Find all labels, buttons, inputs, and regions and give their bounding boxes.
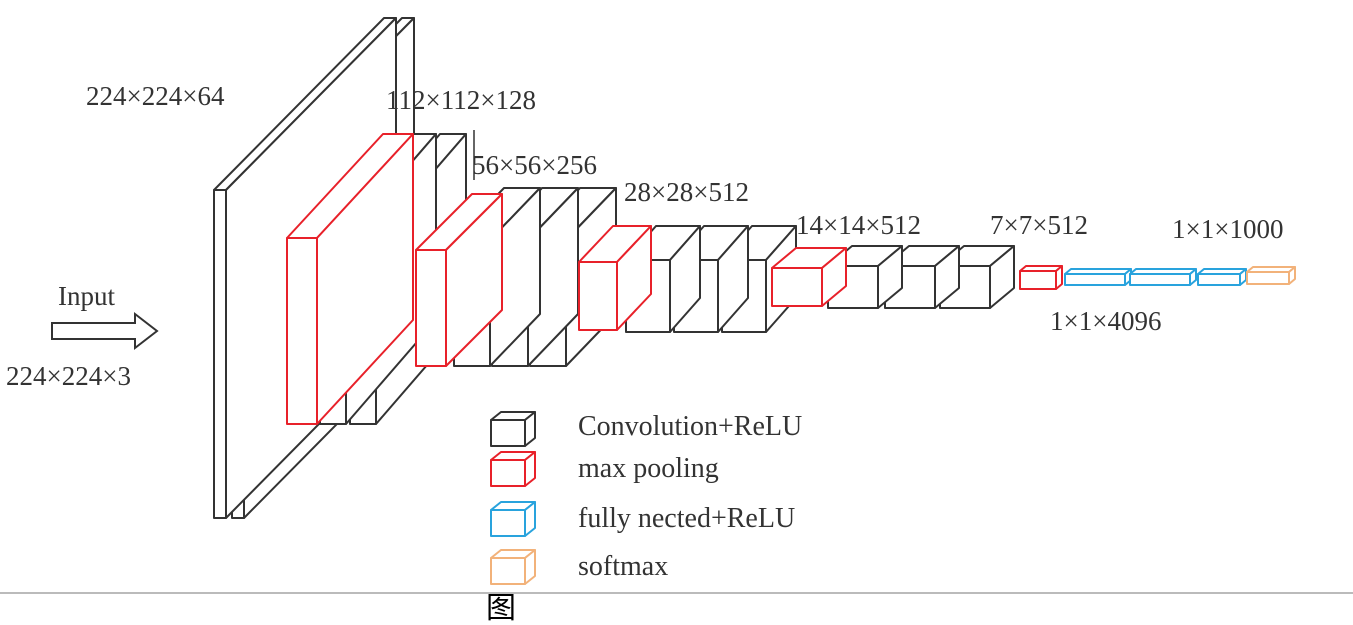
input-size-label: 224×224×3: [6, 361, 131, 391]
legend-softmax-label: softmax: [578, 551, 669, 582]
legend-pool-icon: [490, 451, 536, 487]
stage1-size-label: 224×224×64: [86, 81, 225, 111]
pool2-block: [415, 193, 503, 367]
input-label: Input: [58, 281, 115, 311]
stage5-size-label: 14×14×512: [796, 210, 921, 240]
fc3-block: [1197, 268, 1247, 286]
stage4-size-label: 28×28×512: [624, 177, 749, 207]
legend-fc-icon: [490, 501, 536, 537]
fc1-block: [1064, 268, 1132, 286]
stage3-size-label: 56×56×256: [472, 150, 597, 180]
conv5-2-block: [884, 245, 960, 309]
pool1-block: [286, 133, 414, 425]
softmax-block: [1246, 266, 1296, 285]
legend-conv-label: Convolution+ReLU: [578, 411, 803, 442]
bottom-rule: [0, 592, 1353, 594]
stage6-size-label: 7×7×512: [990, 210, 1088, 240]
fc-size-label: 1×1×4096: [1050, 306, 1162, 336]
legend-pool-label: max pooling: [578, 453, 719, 484]
input-arrow-icon: [51, 311, 159, 351]
network-blocks: [213, 17, 1296, 519]
fc2-block: [1129, 268, 1197, 286]
legend-icons: [490, 411, 536, 585]
legend-fc-label: fully nected+ReLU: [578, 503, 796, 534]
legend-softmax-icon: [490, 549, 536, 585]
pool5-block: [1019, 265, 1063, 290]
stage2-size-label: 112×112×128: [386, 85, 536, 115]
pool3-block: [578, 225, 652, 331]
vgg16-architecture-diagram: [51, 17, 1296, 585]
pool4-block: [771, 247, 847, 307]
output-size-label: 1×1×1000: [1172, 214, 1284, 244]
legend-conv-icon: [490, 411, 536, 447]
figure-caption: 图: [486, 592, 516, 625]
